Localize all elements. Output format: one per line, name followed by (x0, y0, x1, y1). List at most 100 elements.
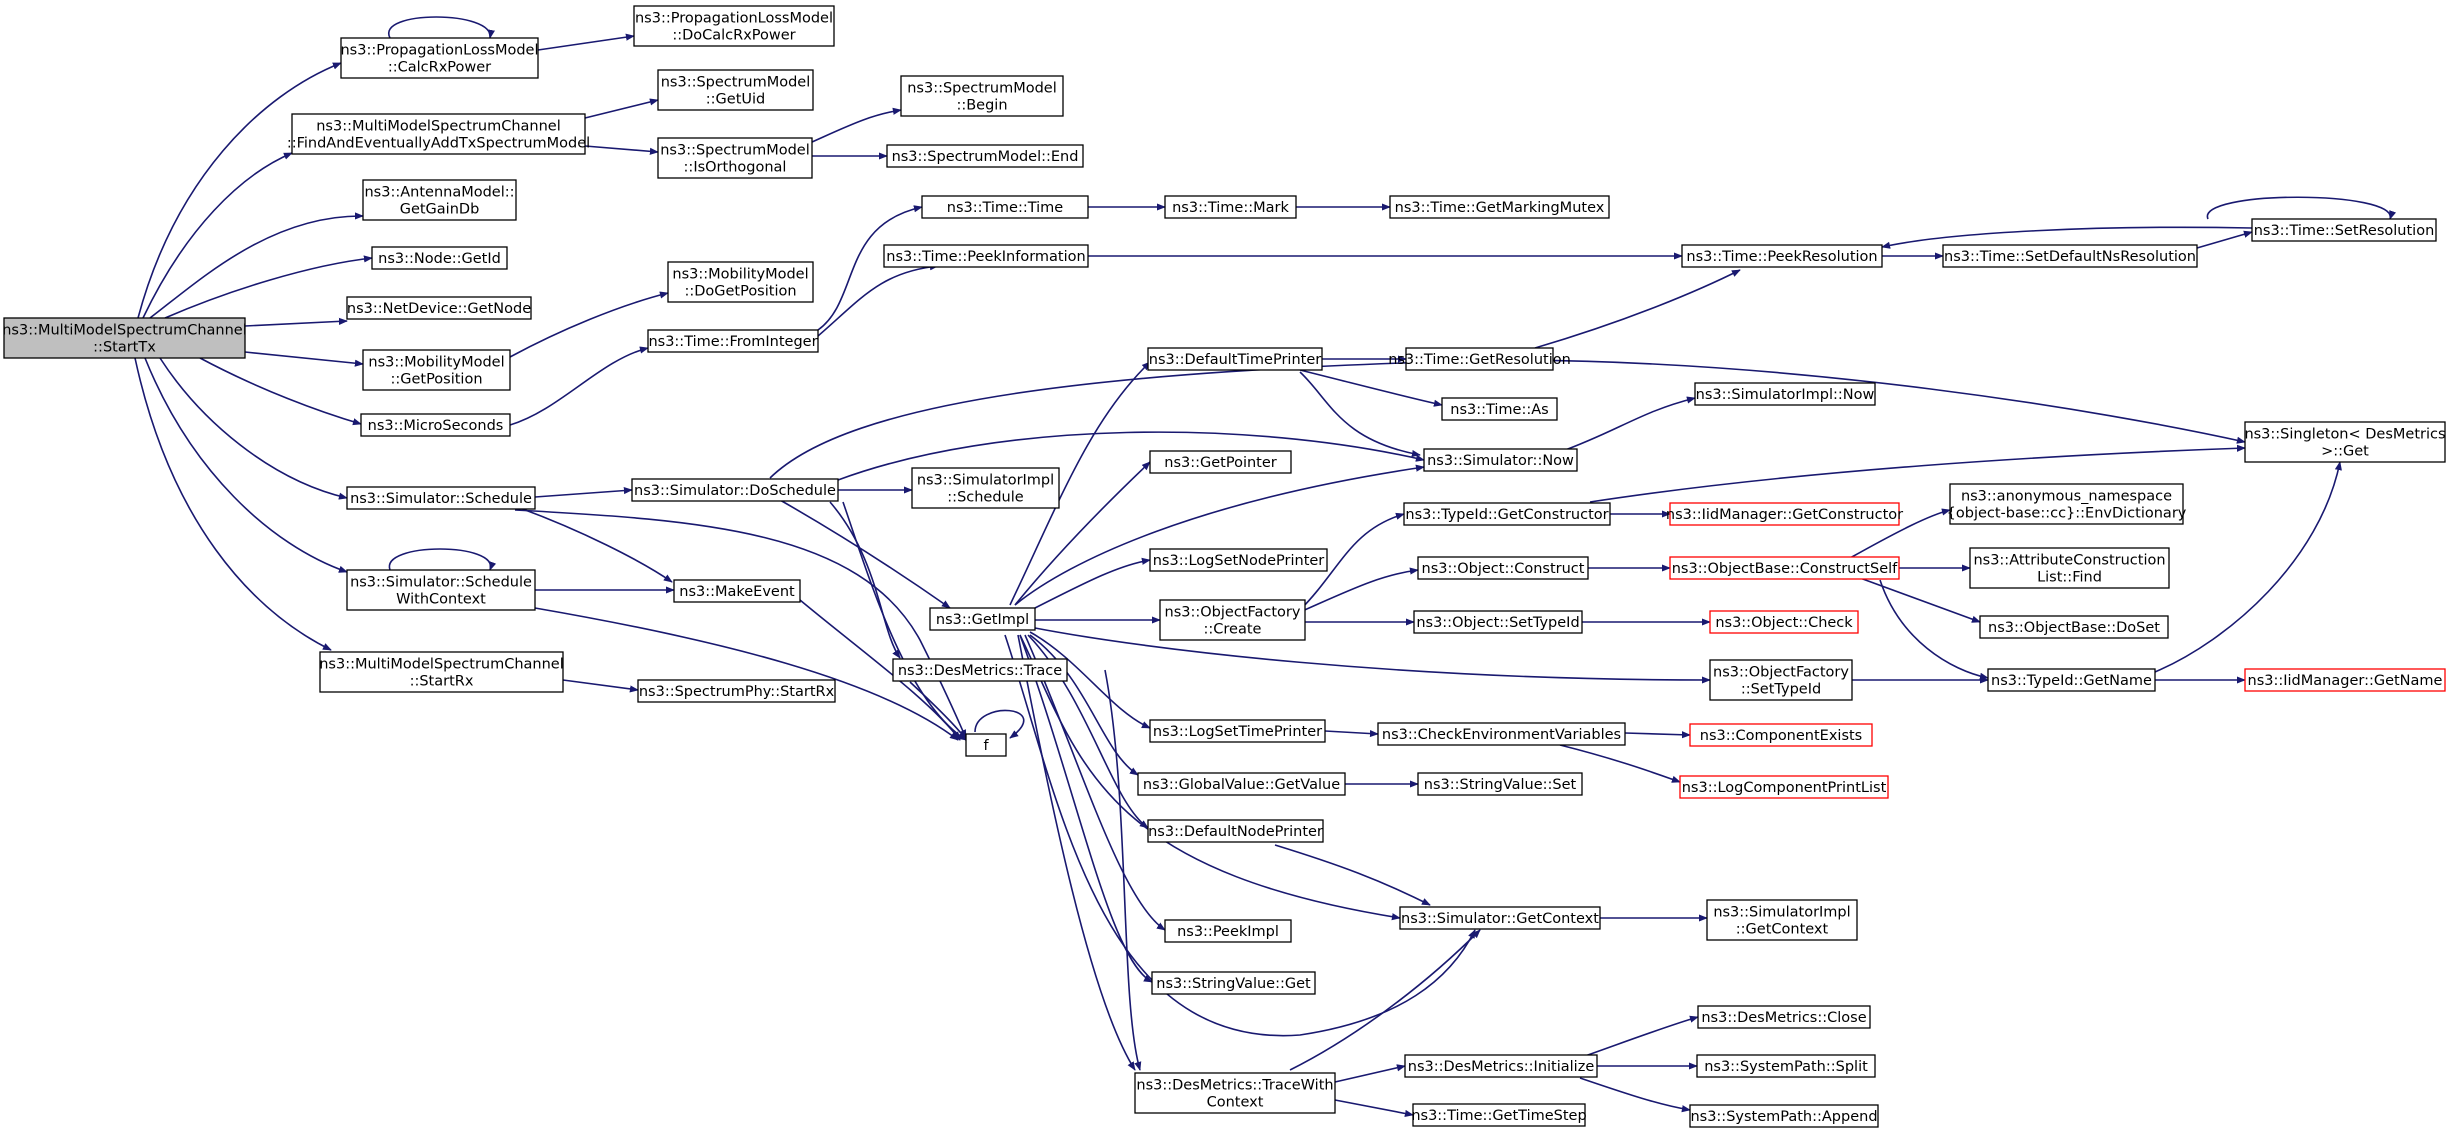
node-sim_now[interactable]: ns3::Simulator::Now (1423, 448, 1578, 472)
node-obj_check[interactable]: ns3::Object::Check (1709, 610, 1859, 634)
node-dnp[interactable]: ns3::DefaultNodePrinter (1147, 819, 1324, 843)
node-logsetnode[interactable]: ns3::LogSetNodePrinter (1149, 548, 1328, 572)
node-logsettime[interactable]: ns3::LogSetTimePrinter (1149, 719, 1326, 743)
node-root[interactable]: ns3::MultiModelSpectrumChannel::StartTx (2, 317, 247, 359)
node-label: ns3::SimulatorImpl::Now (1696, 387, 1875, 403)
node-time_fromint[interactable]: ns3::Time::FromInteger (647, 329, 819, 353)
node-label: ns3::TypeId::GetName (1991, 673, 2152, 689)
edge-ofcreate-construct (1299, 567, 1419, 613)
node-sm_isortho[interactable]: ns3::SpectrumModel::IsOrthogonal (657, 137, 813, 179)
node-sim_getctx[interactable]: ns3::Simulator::GetContext (1399, 906, 1601, 930)
node-singleton[interactable]: ns3::Singleton< DesMetrics>::Get (2244, 421, 2446, 463)
node-box (657, 69, 814, 111)
node-gv_getvalue[interactable]: ns3::GlobalValue::GetValue (1137, 772, 1346, 796)
node-f[interactable]: f (965, 733, 1007, 757)
node-checkenv[interactable]: ns3::CheckEnvironmentVariables (1377, 722, 1626, 746)
node-label: ns3::PropagationLossModel (340, 43, 538, 59)
node-node_getid[interactable]: ns3::Node::GetId (371, 246, 508, 270)
node-time_as[interactable]: ns3::Time::As (1441, 397, 1558, 421)
node-logcompprint[interactable]: ns3::LogComponentPrintList (1679, 775, 1889, 799)
edge-getctor-singleton (1589, 444, 2246, 503)
node-peekimpl[interactable]: ns3::PeekImpl (1164, 919, 1292, 943)
node-sp_split[interactable]: ns3::SystemPath::Split (1696, 1054, 1876, 1078)
node-box (657, 137, 813, 179)
node-label: ns3::SystemPath::Split (1704, 1059, 1868, 1075)
node-desm_init[interactable]: ns3::DesMetrics::Initialize (1404, 1054, 1598, 1078)
node-label: ns3::StringValue::Set (1424, 777, 1577, 793)
node-time_getmm[interactable]: ns3::Time::GetMarkingMutex (1389, 195, 1610, 219)
node-simimpl_sched[interactable]: ns3::SimulatorImpl::Schedule (911, 467, 1060, 509)
edge-now-simimplnow (1559, 396, 1696, 453)
edge-cs-doset (1859, 577, 1981, 623)
node-dtp[interactable]: ns3::DefaultTimePrinter (1147, 347, 1323, 371)
edge-getimpl-peekimpl (1024, 634, 1166, 931)
node-of_create[interactable]: ns3::ObjectFactory::Create (1159, 599, 1306, 641)
edge-trace-twc (1104, 669, 1142, 1071)
edges (134, 16, 2397, 1118)
node-sp_startrx[interactable]: ns3::SpectrumPhy::StartRx (637, 679, 836, 703)
node-mmsc_startrx[interactable]: ns3::MultiModelSpectrumChannel::StartRx (319, 651, 564, 693)
node-label: ns3::GetImpl (936, 612, 1029, 628)
node-sm_begin[interactable]: ns3::SpectrumModel::Begin (900, 75, 1064, 117)
node-sm_getuid[interactable]: ns3::SpectrumModel::GetUid (657, 69, 814, 111)
node-box (886, 144, 1084, 168)
node-box (1389, 195, 1610, 219)
node-box (1149, 450, 1292, 474)
node-time_setdef[interactable]: ns3::Time::SetDefaultNsResolution (1942, 244, 2198, 268)
node-sim_schedule[interactable]: ns3::Simulator::Schedule (346, 486, 536, 510)
node-desm_close[interactable]: ns3::DesMetrics::Close (1697, 1005, 1871, 1029)
node-getpointer[interactable]: ns3::GetPointer (1149, 450, 1292, 474)
node-mob_dogetpos[interactable]: ns3::MobilityModel::DoGetPosition (667, 261, 814, 303)
node-antenna[interactable]: ns3::AntennaModel::GetGainDb (362, 179, 517, 221)
node-plm_docalc[interactable]: ns3::PropagationLossModel::DoCalcRxPower (633, 5, 835, 47)
node-objbase_doset[interactable]: ns3::ObjectBase::DoSet (1979, 615, 2169, 639)
node-sm_end[interactable]: ns3::SpectrumModel::End (886, 144, 1084, 168)
node-objbase_cs[interactable]: ns3::ObjectBase::ConstructSelf (1669, 556, 1900, 580)
node-sv_get[interactable]: ns3::StringValue::Get (1151, 971, 1316, 995)
node-time_mark[interactable]: ns3::Time::Mark (1164, 195, 1297, 219)
node-box (319, 651, 564, 693)
node-time_getres[interactable]: ns3::Time::GetResolution (1388, 347, 1571, 371)
node-typeid_getname[interactable]: ns3::TypeId::GetName (1987, 668, 2156, 692)
node-time_peekres[interactable]: ns3::Time::PeekResolution (1681, 244, 1883, 268)
node-time_time[interactable]: ns3::Time::Time (921, 195, 1089, 219)
node-label: ns3::DefaultTimePrinter (1149, 352, 1321, 368)
node-iid_getctor[interactable]: ns3::IidManager::GetConstructor (1666, 502, 1903, 526)
node-microsec[interactable]: ns3::MicroSeconds (360, 413, 511, 437)
node-box (911, 467, 1060, 509)
node-time_peekinfo[interactable]: ns3::Time::PeekInformation (883, 244, 1089, 268)
node-box (1681, 244, 1883, 268)
node-label: ns3::ObjectBase::DoSet (1988, 620, 2160, 636)
node-label: ns3::SpectrumModel::End (892, 149, 1079, 165)
node-obj_settypeid[interactable]: ns3::Object::SetTypeId (1413, 610, 1583, 634)
node-sp_append[interactable]: ns3::SystemPath::Append (1689, 1104, 1879, 1128)
node-makeevent[interactable]: ns3::MakeEvent (673, 579, 801, 603)
node-mob_getpos[interactable]: ns3::MobilityModel::GetPosition (362, 349, 511, 391)
edge-dtp-now (1299, 371, 1421, 458)
node-of_settypeid[interactable]: ns3::ObjectFactory::SetTypeId (1709, 659, 1853, 701)
node-sim_dosched[interactable]: ns3::Simulator::DoSchedule (631, 478, 839, 502)
node-box (929, 607, 1036, 631)
node-label: ::StartTx (93, 340, 156, 356)
node-sv_set[interactable]: ns3::StringValue::Set (1417, 772, 1583, 796)
node-plm_calc[interactable]: ns3::PropagationLossModel::CalcRxPower (340, 37, 539, 79)
node-obj_construct[interactable]: ns3::Object::Construct (1417, 556, 1589, 580)
node-simimpl_now[interactable]: ns3::SimulatorImpl::Now (1694, 382, 1876, 406)
node-getimpl[interactable]: ns3::GetImpl (929, 607, 1036, 631)
node-mmsc_find[interactable]: ns3::MultiModelSpectrumChannel::FindAndE… (287, 113, 590, 155)
node-simimpl_getctx[interactable]: ns3::SimulatorImpl::GetContext (1706, 899, 1858, 941)
node-iid_getname[interactable]: ns3::IidManager::GetName (2244, 668, 2446, 692)
node-time_setres[interactable]: ns3::Time::SetResolution (2251, 218, 2437, 242)
edge-getname-singleton (2154, 461, 2342, 673)
node-box (1151, 971, 1316, 995)
edge-getimpl-svget (1019, 634, 1153, 983)
node-desm_trace[interactable]: ns3::DesMetrics::Trace (892, 658, 1068, 682)
node-compexists[interactable]: ns3::ComponentExists (1689, 723, 1873, 747)
node-time_gettimestep[interactable]: ns3::Time::GetTimeStep (1411, 1103, 1587, 1127)
node-netdev[interactable]: ns3::NetDevice::GetNode (346, 296, 532, 320)
node-typeid_getctor[interactable]: ns3::TypeId::GetConstructor (1403, 502, 1611, 526)
node-anon_env[interactable]: ns3::anonymous_namespace{object-base::cc… (1947, 483, 2187, 525)
